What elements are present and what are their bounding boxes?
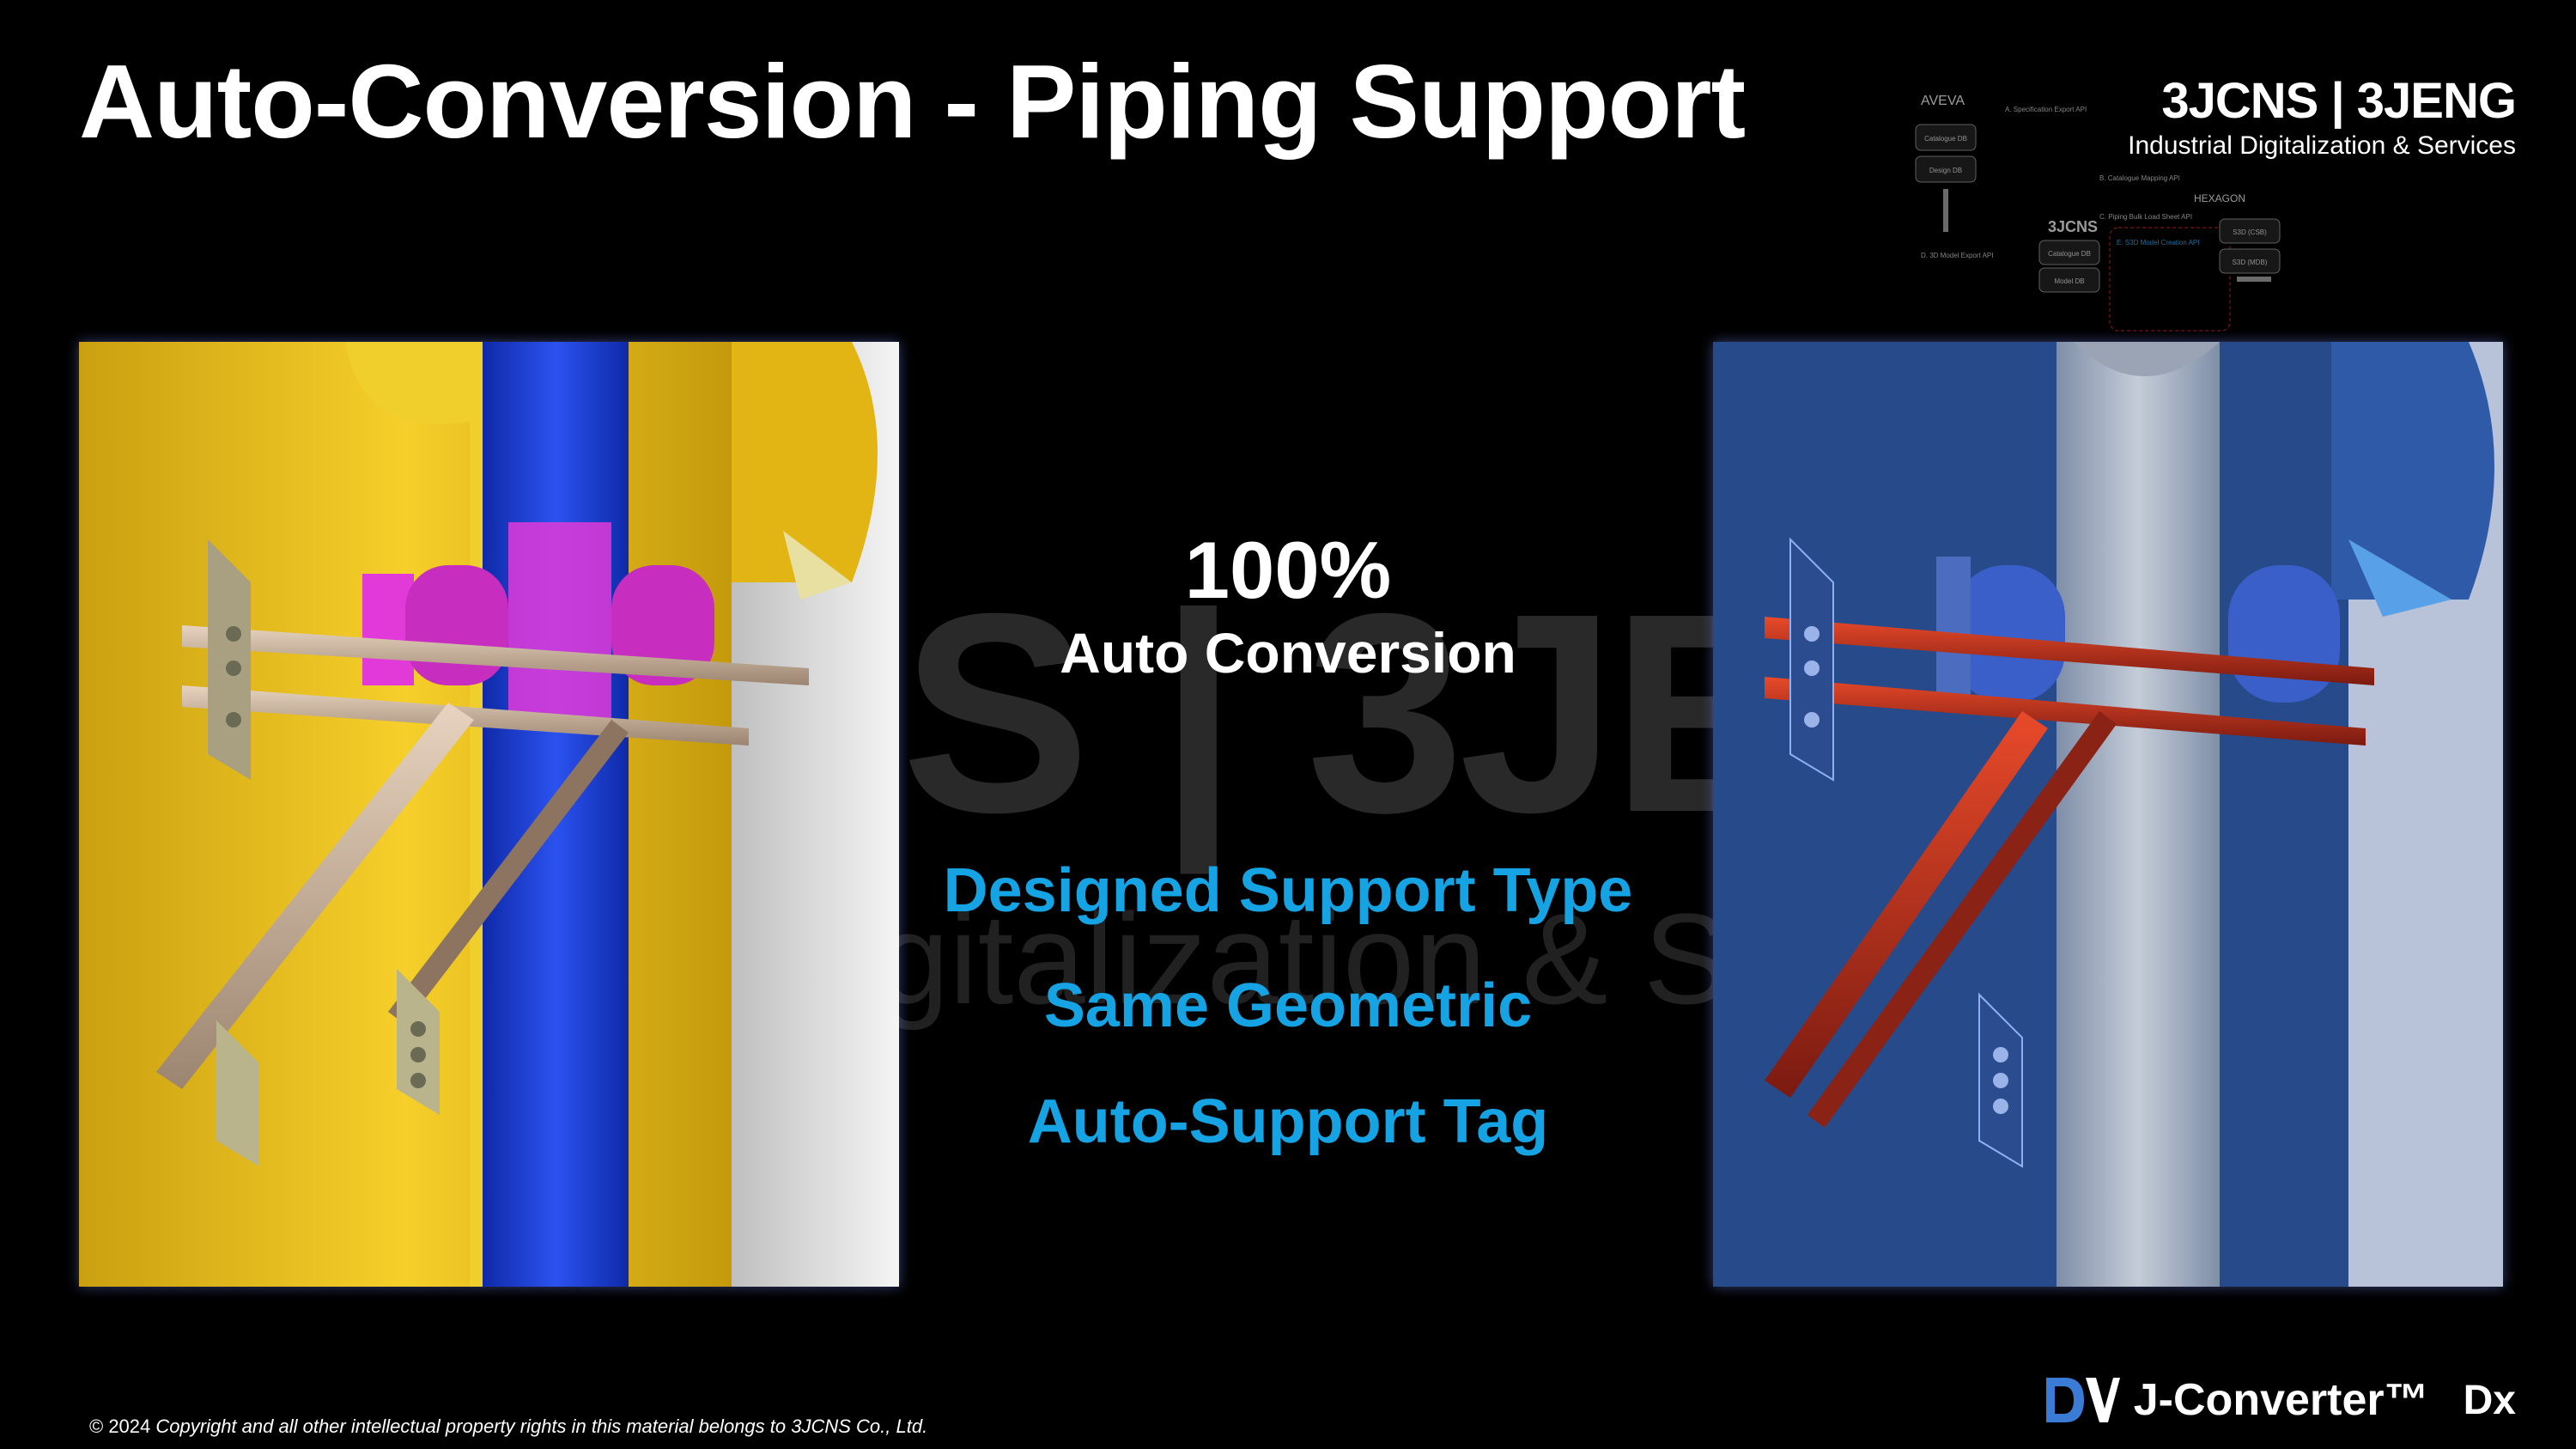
pipe-clamp	[405, 565, 508, 685]
pipe-clamp	[611, 565, 714, 685]
diagram-box	[1915, 155, 1977, 183]
bolt	[226, 712, 241, 728]
feature-auto-support-tag: Auto-Support Tag	[1027, 1087, 1549, 1156]
conversion-rate-caption: Auto Conversion	[1060, 621, 1516, 685]
feature-same-geometric: Same Geometric	[1043, 971, 1533, 1040]
blue-elbow	[2331, 342, 2494, 600]
diagonal-brace	[388, 720, 629, 1025]
converted-model-render	[1713, 342, 2503, 1287]
bolt	[226, 626, 241, 642]
pipe-top	[2074, 342, 2220, 376]
diagonal-brace	[156, 703, 474, 1089]
bolt	[410, 1073, 426, 1088]
copyright-text: Copyright and all other intellectual pro…	[155, 1416, 928, 1437]
diagram-step: B. Catalogue Mapping API	[2099, 174, 2180, 182]
bolt	[1804, 661, 1820, 676]
bolt	[1993, 1047, 2008, 1062]
bolt	[1804, 712, 1820, 728]
diagonal-brace	[1765, 711, 2048, 1098]
diagram-step: C. Piping Bulk Load Sheet API	[2099, 213, 2192, 221]
copyright-notice: © 2024 Copyright and all other intellect…	[89, 1416, 927, 1438]
base-plate	[216, 1020, 259, 1166]
diagram-step: D. 3D Model Export API	[1921, 252, 1993, 259]
bolt	[1993, 1073, 2008, 1088]
horizontal-beam	[1765, 617, 2374, 685]
grey-pipe	[2057, 342, 2220, 1287]
bolt	[1804, 626, 1820, 642]
copyright-year: © 2024	[89, 1416, 151, 1437]
dv-logo-icon	[2045, 1378, 2120, 1422]
pipe-clamp	[2228, 565, 2340, 703]
diagram-vendor-right: HEXAGON	[2194, 192, 2245, 204]
brand-tagline: Industrial Digitalization & Services	[2128, 131, 2516, 160]
product-name: J-Converter™	[2133, 1375, 2429, 1425]
diagram-box	[2219, 218, 2281, 244]
diagram-box-label: S3D (CSB)	[2233, 228, 2267, 236]
yellow-column	[79, 342, 732, 1287]
bolt	[1993, 1099, 2008, 1114]
stiffener-plate	[783, 531, 852, 600]
slide-title: Auto-Conversion - Piping Support	[79, 43, 1746, 160]
bolt	[410, 1047, 426, 1062]
diagram-box-label: Catalogue DB	[1924, 135, 1967, 143]
stiffener-plate	[2348, 539, 2451, 617]
diagram-box	[1915, 124, 1977, 151]
brand-name: 3JCNS | 3JENG	[2161, 73, 2517, 129]
yellow-column-edge	[345, 342, 483, 424]
clamp-band	[508, 522, 611, 720]
diagram-center-label: 3JCNS	[2048, 218, 2098, 235]
diagram-highlight	[2109, 227, 2231, 332]
diagram-box-label: Model DB	[2054, 277, 2084, 285]
diagram-box-label: Catalogue DB	[2048, 250, 2091, 258]
diagram-box	[2219, 248, 2281, 274]
bolt	[226, 661, 241, 676]
diagram-step: A. Specification Export API	[2005, 106, 2087, 113]
source-model-render	[79, 342, 899, 1287]
feature-designed-support-type: Designed Support Type	[943, 856, 1633, 925]
pipe-clamp	[1953, 565, 2065, 703]
horizontal-beam	[182, 625, 809, 685]
base-plate	[397, 969, 440, 1115]
base-plate	[1789, 537, 1834, 782]
brand-logo: 3JCNS | 3JENG Industrial Digitalization …	[2128, 72, 2517, 161]
diagram-box	[2038, 240, 2100, 265]
bolt	[410, 1021, 426, 1037]
diagram-box	[2038, 267, 2100, 293]
yellow-elbow	[732, 342, 878, 582]
diagram-step: E. S3D Model Creation API	[2117, 239, 2200, 247]
diagram-box-label: S3D (MDB)	[2233, 259, 2268, 266]
conversion-rate: 100%	[1184, 525, 1392, 615]
diagram-vendor-left: AVEVA	[1921, 94, 1965, 108]
diagonal-brace	[1807, 711, 2117, 1128]
diagram-box-label: Design DB	[1929, 167, 1962, 174]
product-logo: J-Converter™ Dx	[2043, 1374, 2516, 1426]
horizontal-beam	[1765, 677, 2366, 746]
product-edition: Dx	[2463, 1377, 2516, 1423]
architecture-diagram: AVEVA Catalogue DB Design DB A. Specific…	[1915, 94, 2281, 332]
